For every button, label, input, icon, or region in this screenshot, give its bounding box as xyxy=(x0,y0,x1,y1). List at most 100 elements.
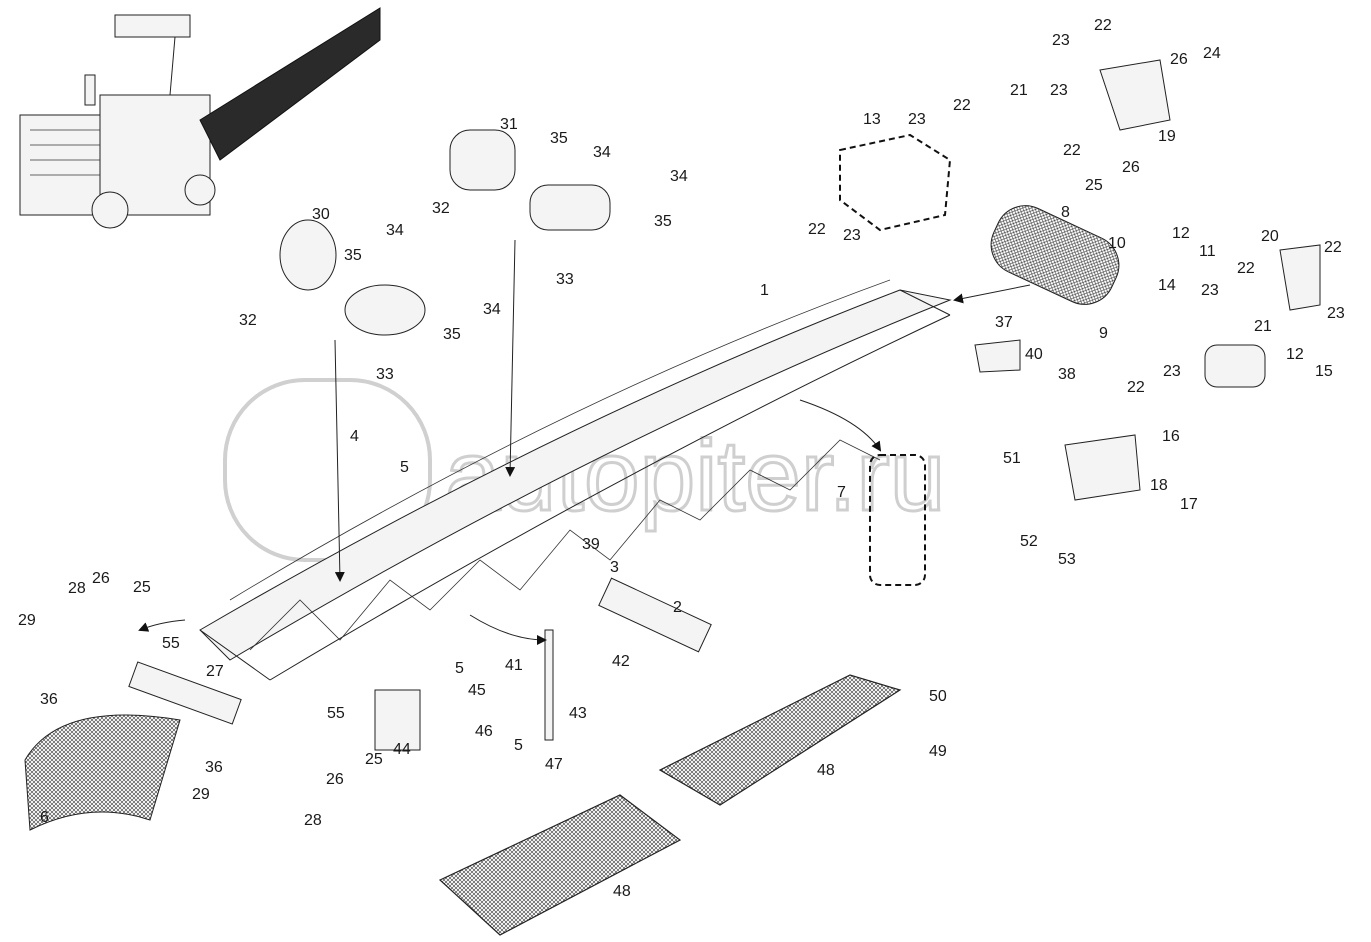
part-number-label-2: 2 xyxy=(673,599,682,616)
part-number-label-22-6: 22 xyxy=(1324,239,1342,256)
part-number-label-28-2: 28 xyxy=(304,812,322,829)
part-number-label-3: 3 xyxy=(610,559,619,576)
mount-group-outline xyxy=(869,454,926,586)
watermark: autopiter.ru xyxy=(223,378,947,562)
part-number-label-22: 22 xyxy=(1094,17,1112,34)
part-number-label-14: 14 xyxy=(1158,277,1176,294)
part-number-label-50: 50 xyxy=(929,688,947,705)
part-number-label-49: 49 xyxy=(929,743,947,760)
part-number-label-31: 31 xyxy=(500,116,518,133)
carrier-roller xyxy=(449,129,611,231)
part-number-label-21-2: 21 xyxy=(1254,318,1272,335)
part-number-label-48-2: 48 xyxy=(613,883,631,900)
part-number-label-34-4: 34 xyxy=(483,301,501,318)
part-number-label-36: 36 xyxy=(40,691,58,708)
part-number-label-23-5: 23 xyxy=(1201,282,1219,299)
part-number-label-34: 34 xyxy=(386,222,404,239)
part-number-label-6: 6 xyxy=(40,809,49,826)
conveyor-frame xyxy=(199,279,952,681)
part-number-label-35-2: 35 xyxy=(344,247,362,264)
part-number-label-22-7: 22 xyxy=(1127,379,1145,396)
part-number-label-36-2: 36 xyxy=(205,759,223,776)
part-number-label-23-4: 23 xyxy=(843,227,861,244)
part-number-label-17: 17 xyxy=(1180,496,1198,513)
part-number-label-4: 4 xyxy=(350,428,359,445)
part-number-label-22-3: 22 xyxy=(1063,142,1081,159)
part-number-label-21: 21 xyxy=(1010,82,1028,99)
part-number-label-11: 11 xyxy=(1199,243,1216,260)
part-number-label-23-3: 23 xyxy=(908,111,926,128)
part-number-label-45: 45 xyxy=(468,682,486,699)
part-number-label-10: 10 xyxy=(1108,235,1126,252)
guide-roller xyxy=(598,577,712,653)
cover-plate xyxy=(1064,434,1141,501)
part-number-label-26-4: 26 xyxy=(326,771,344,788)
part-number-label-32: 32 xyxy=(432,200,450,217)
part-number-label-30: 30 xyxy=(312,206,330,223)
part-number-label-9: 9 xyxy=(1099,325,1108,342)
part-number-label-44: 44 xyxy=(393,741,411,758)
part-number-label-52: 52 xyxy=(1020,533,1038,550)
part-number-label-22-4: 22 xyxy=(808,221,826,238)
impact-roller xyxy=(279,219,426,336)
part-number-label-24: 24 xyxy=(1203,45,1221,62)
part-number-label-23: 23 xyxy=(1052,32,1070,49)
part-number-label-25-3: 25 xyxy=(365,751,383,768)
take-up-bracket xyxy=(1099,59,1171,131)
part-number-label-27: 27 xyxy=(206,663,224,680)
part-number-label-33: 33 xyxy=(556,271,574,288)
bracket-group-outline xyxy=(839,133,952,232)
part-number-label-41: 41 xyxy=(505,657,523,674)
part-number-label-8: 8 xyxy=(1061,204,1070,221)
part-number-label-23-2: 23 xyxy=(1050,82,1068,99)
drum-roller xyxy=(990,205,1120,305)
part-number-label-26-2: 26 xyxy=(1170,51,1188,68)
part-number-label-34-2: 34 xyxy=(593,144,611,161)
part-number-label-29-2: 29 xyxy=(192,786,210,803)
leader-arrows xyxy=(138,239,1031,645)
part-number-label-23-7: 23 xyxy=(1163,363,1181,380)
return-roller xyxy=(128,661,242,725)
part-number-label-23-6: 23 xyxy=(1327,305,1345,322)
part-number-label-42: 42 xyxy=(612,653,630,670)
part-number-label-15: 15 xyxy=(1315,363,1333,380)
part-number-label-55-2: 55 xyxy=(327,705,345,722)
part-number-label-22-5: 22 xyxy=(1237,260,1255,277)
part-number-label-39: 39 xyxy=(582,536,600,553)
part-number-label-53: 53 xyxy=(1058,551,1076,568)
part-number-label-35-4: 35 xyxy=(443,326,461,343)
part-number-label-5-2: 5 xyxy=(455,660,464,677)
part-number-label-32-2: 32 xyxy=(239,312,257,329)
part-number-label-25: 25 xyxy=(1085,177,1103,194)
support-post xyxy=(544,629,554,741)
part-number-label-37: 37 xyxy=(995,314,1013,331)
part-number-label-38: 38 xyxy=(1058,366,1076,383)
part-number-label-35-3: 35 xyxy=(654,213,672,230)
mesh-guard-lower xyxy=(438,794,682,936)
conveyor-belt xyxy=(24,714,181,831)
side-bracket xyxy=(1279,244,1321,311)
part-number-label-28: 28 xyxy=(68,580,86,597)
drive-motor xyxy=(1204,344,1266,388)
part-number-label-29: 29 xyxy=(18,612,36,629)
part-number-label-18: 18 xyxy=(1150,477,1168,494)
part-number-label-16: 16 xyxy=(1162,428,1180,445)
part-number-label-19: 19 xyxy=(1158,128,1176,145)
part-number-label-13: 13 xyxy=(863,111,881,128)
part-number-label-12: 12 xyxy=(1172,225,1190,242)
mounting-plate xyxy=(374,689,421,751)
part-number-label-51: 51 xyxy=(1003,450,1021,467)
part-number-label-5-3: 5 xyxy=(514,737,523,754)
part-number-label-33-2: 33 xyxy=(376,366,394,383)
part-number-label-47: 47 xyxy=(545,756,563,773)
mesh-guard-upper xyxy=(658,674,902,806)
part-number-label-1: 1 xyxy=(760,282,769,299)
part-number-label-25-2: 25 xyxy=(133,579,151,596)
part-number-label-34-3: 34 xyxy=(670,168,688,185)
part-number-label-12-2: 12 xyxy=(1286,346,1304,363)
part-number-label-35: 35 xyxy=(550,130,568,147)
angle-bracket xyxy=(974,339,1021,373)
part-number-label-46: 46 xyxy=(475,723,493,740)
part-number-label-22-2: 22 xyxy=(953,97,971,114)
